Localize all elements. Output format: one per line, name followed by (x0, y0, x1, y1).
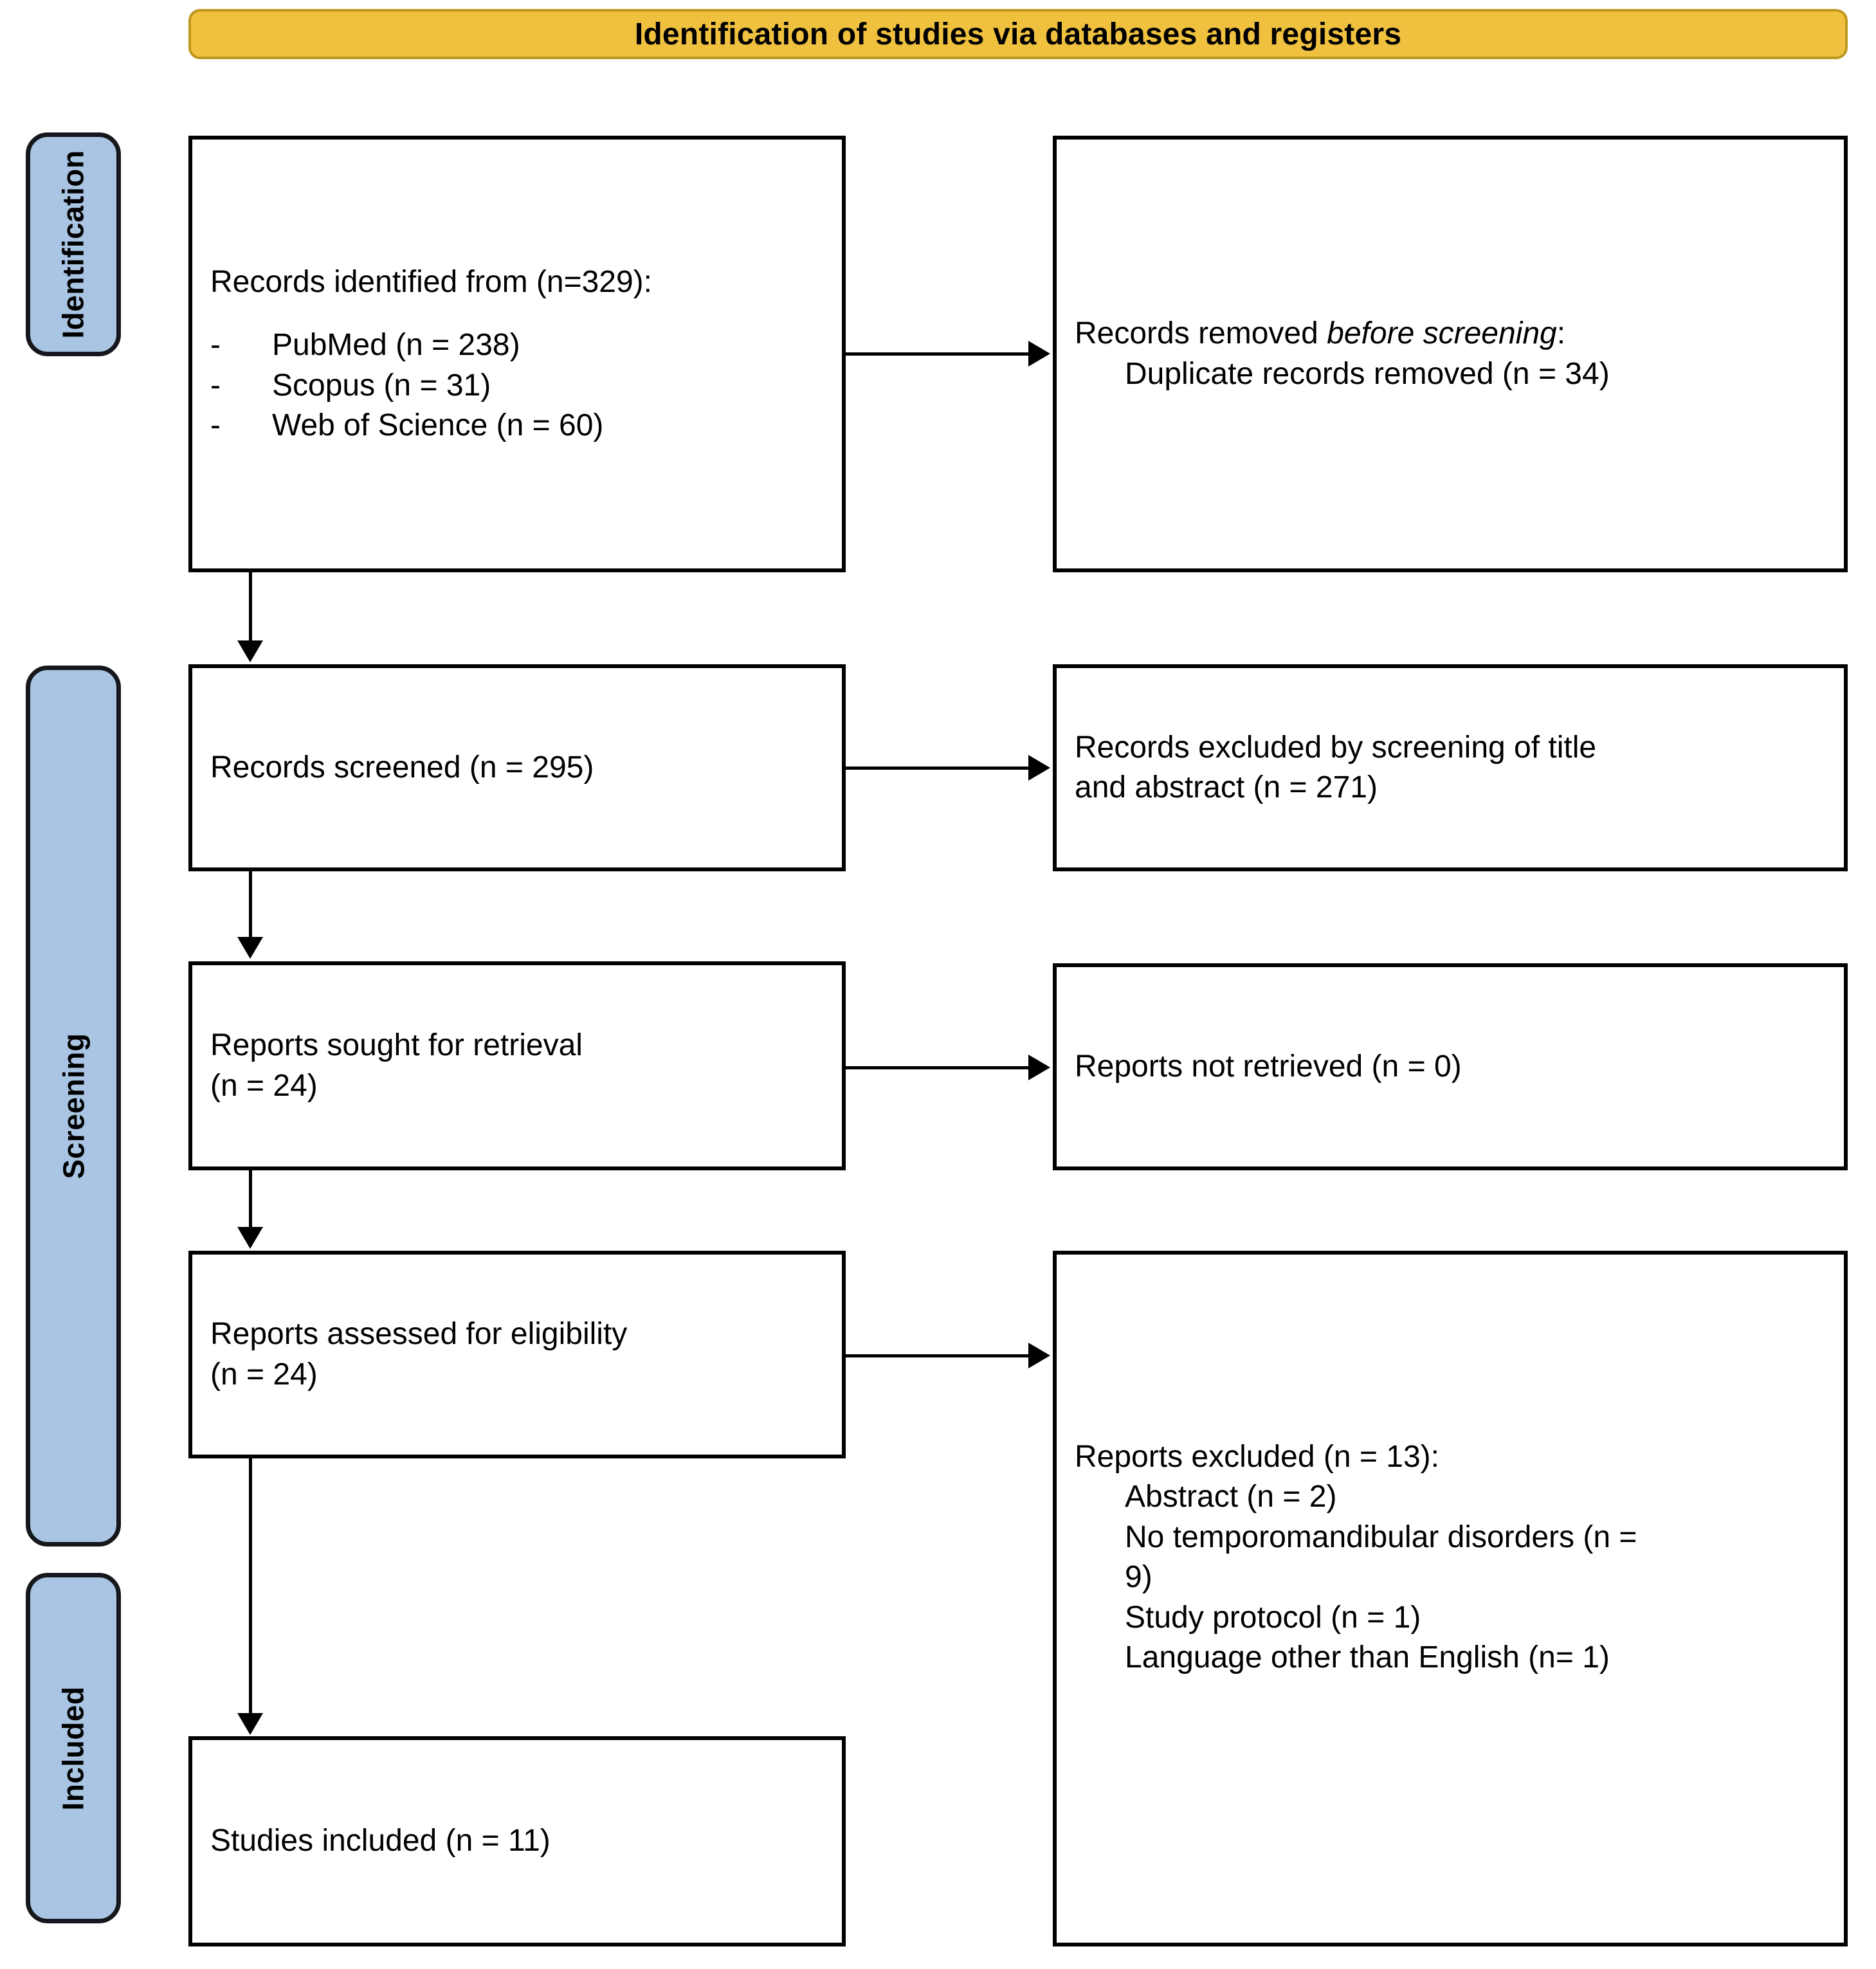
reports-excluded-heading: Reports excluded (n = 13): (1075, 1440, 1439, 1474)
list-item: - PubMed (n = 238) (210, 325, 824, 365)
box-records-excluded-by-screening: Records excluded by screening of title a… (1053, 664, 1848, 871)
reports-assessed-line-1: Reports assessed for eligibility (210, 1317, 628, 1352)
records-identified-source-list: - PubMed (n = 238) - Scopus (n = 31) - W… (210, 325, 824, 446)
box-records-identified: Records identified from (n=329): - PubMe… (188, 136, 846, 572)
spacer (210, 302, 824, 325)
arrow-down-icon (237, 640, 263, 662)
records-screened-text: Records screened (n = 295) (210, 750, 594, 785)
connector-line (846, 352, 1031, 356)
list-item: - Web of Science (n = 60) (210, 406, 824, 446)
source-label: Web of Science (n = 60) (272, 408, 604, 442)
reports-excluded-reason: No temporomandibular disorders (n = (1125, 1520, 1637, 1554)
connector-line (249, 871, 252, 939)
reports-excluded-reason: Language other than English (n= 1) (1125, 1640, 1610, 1674)
list-item: - Scopus (n = 31) (210, 366, 824, 406)
arrow-down-icon (237, 1227, 263, 1249)
stage-label-included: Included (26, 1573, 121, 1923)
connector-line (249, 572, 252, 643)
bullet-dash-icon: - (210, 408, 221, 442)
connector-line (249, 1458, 252, 1716)
records-excluded-line-2: and abstract (n = 271) (1075, 770, 1378, 804)
stage-label-screening: Screening (26, 666, 121, 1547)
box-records-removed-before-screening: Records removed before screening: Duplic… (1053, 136, 1848, 572)
duplicate-records-removed: Duplicate records removed (n = 34) (1125, 356, 1610, 391)
reports-excluded-reason: Study protocol (n = 1) (1125, 1600, 1421, 1635)
records-removed-italic: before screening (1327, 316, 1557, 351)
arrow-right-icon (1028, 341, 1050, 367)
arrow-right-icon (1028, 1343, 1050, 1368)
stage-label-identification: Identification (26, 132, 121, 356)
arrow-right-icon (1028, 755, 1050, 781)
reports-excluded-reason: Abstract (n = 2) (1125, 1480, 1337, 1514)
arrow-down-icon (237, 1713, 263, 1735)
box-reports-not-retrieved: Reports not retrieved (n = 0) (1053, 963, 1848, 1170)
records-removed-suffix: : (1556, 316, 1566, 351)
diagram-header-banner: Identification of studies via databases … (188, 9, 1848, 59)
box-studies-included: Studies included (n = 11) (188, 1736, 846, 1946)
reports-assessed-line-2: (n = 24) (210, 1357, 318, 1392)
box-reports-sought-for-retrieval: Reports sought for retrieval (n = 24) (188, 961, 846, 1170)
records-identified-heading: Records identified from (n=329): (210, 264, 652, 299)
connector-line (846, 767, 1031, 770)
box-records-screened: Records screened (n = 295) (188, 664, 846, 871)
bullet-dash-icon: - (210, 368, 221, 403)
box-reports-assessed-for-eligibility: Reports assessed for eligibility (n = 24… (188, 1251, 846, 1458)
connector-line (846, 1066, 1031, 1069)
records-removed-prefix: Records removed (1075, 316, 1327, 351)
bullet-dash-icon: - (210, 328, 221, 363)
connector-line (249, 1170, 252, 1229)
studies-included-text: Studies included (n = 11) (210, 1824, 551, 1858)
records-excluded-line-1: Records excluded by screening of title (1075, 730, 1597, 765)
stage-label-identification-text: Identification (57, 150, 91, 339)
stage-label-screening-text: Screening (57, 1033, 91, 1179)
reports-not-retrieved-text: Reports not retrieved (n = 0) (1075, 1049, 1462, 1084)
records-removed-heading: Records removed before screening: (1075, 314, 1826, 354)
stage-label-included-text: Included (57, 1685, 90, 1811)
arrow-down-icon (237, 937, 263, 959)
reports-sought-line-1: Reports sought for retrieval (210, 1028, 583, 1063)
connector-line (846, 1354, 1031, 1357)
reports-excluded-reason: 9) (1125, 1560, 1152, 1595)
source-label: Scopus (n = 31) (272, 368, 491, 403)
reports-sought-line-2: (n = 24) (210, 1068, 318, 1103)
source-label: PubMed (n = 238) (272, 328, 520, 363)
box-reports-excluded: Reports excluded (n = 13): Abstract (n =… (1053, 1251, 1848, 1946)
arrow-right-icon (1028, 1055, 1050, 1080)
diagram-title: Identification of studies via databases … (634, 17, 1402, 51)
